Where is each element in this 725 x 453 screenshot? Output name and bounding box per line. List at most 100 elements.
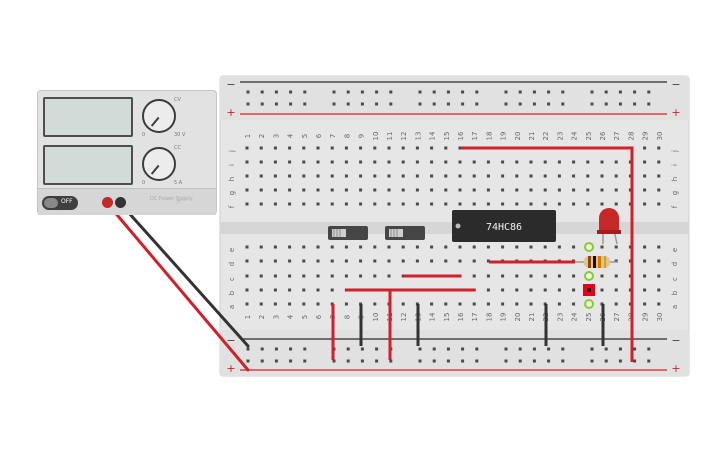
breadboard-hole[interactable] <box>472 245 476 249</box>
breadboard-hole[interactable] <box>628 160 632 164</box>
breadboard-hole[interactable] <box>657 174 661 178</box>
rail-hole[interactable] <box>633 90 637 94</box>
breadboard-hole[interactable] <box>501 302 505 306</box>
breadboard-hole[interactable] <box>259 274 263 278</box>
breadboard-hole[interactable] <box>330 288 334 292</box>
rail-hole[interactable] <box>518 90 522 94</box>
breadboard-hole[interactable] <box>643 302 647 306</box>
breadboard-hole[interactable] <box>529 302 533 306</box>
breadboard-hole[interactable] <box>628 174 632 178</box>
rail-hole[interactable] <box>260 359 264 363</box>
breadboard-hole[interactable] <box>302 188 306 192</box>
breadboard-hole[interactable] <box>515 202 519 206</box>
breadboard-hole[interactable] <box>444 302 448 306</box>
breadboard-hole[interactable] <box>586 174 590 178</box>
rail-hole[interactable] <box>260 90 264 94</box>
breadboard-hole[interactable] <box>458 174 462 178</box>
breadboard-hole[interactable] <box>486 274 490 278</box>
breadboard-hole[interactable] <box>529 245 533 249</box>
breadboard-hole[interactable] <box>543 188 547 192</box>
breadboard-hole[interactable] <box>643 174 647 178</box>
breadboard-hole[interactable] <box>557 274 561 278</box>
breadboard-hole[interactable] <box>543 245 547 249</box>
rail-hole[interactable] <box>561 347 565 351</box>
breadboard-hole[interactable] <box>344 302 348 306</box>
rail-hole[interactable] <box>561 90 565 94</box>
breadboard-hole[interactable] <box>657 259 661 263</box>
negative-terminal[interactable] <box>115 197 126 208</box>
breadboard-hole[interactable] <box>330 202 334 206</box>
resistor[interactable] <box>575 256 618 268</box>
rail-hole[interactable] <box>604 102 608 106</box>
rail-hole[interactable] <box>389 359 393 363</box>
rail-hole[interactable] <box>475 102 479 106</box>
breadboard-hole[interactable] <box>600 274 604 278</box>
breadboard-hole[interactable] <box>444 245 448 249</box>
breadboard-hole[interactable] <box>572 302 576 306</box>
rail-hole[interactable] <box>289 347 293 351</box>
breadboard-hole[interactable] <box>373 188 377 192</box>
breadboard-hole[interactable] <box>486 302 490 306</box>
rail-hole[interactable] <box>432 90 436 94</box>
breadboard-hole[interactable] <box>486 259 490 263</box>
breadboard-hole[interactable] <box>316 288 320 292</box>
breadboard-hole[interactable] <box>401 188 405 192</box>
breadboard-hole[interactable] <box>316 274 320 278</box>
breadboard-hole[interactable] <box>515 274 519 278</box>
rail-hole[interactable] <box>461 90 465 94</box>
rail-hole[interactable] <box>647 102 651 106</box>
breadboard-hole[interactable] <box>600 202 604 206</box>
rail-hole[interactable] <box>446 347 450 351</box>
power-supply[interactable]: CV CC 0 30 V 0 5 A OFF DC Power Supply ⚡ <box>37 90 217 215</box>
rail-hole[interactable] <box>604 90 608 94</box>
rail-hole[interactable] <box>504 347 508 351</box>
breadboard-hole[interactable] <box>628 202 632 206</box>
breadboard-hole[interactable] <box>245 259 249 263</box>
rail-hole[interactable] <box>360 359 364 363</box>
breadboard-hole[interactable] <box>657 274 661 278</box>
breadboard-hole[interactable] <box>288 188 292 192</box>
rail-hole[interactable] <box>432 347 436 351</box>
breadboard-hole[interactable] <box>302 146 306 150</box>
rail-hole[interactable] <box>590 347 594 351</box>
breadboard-hole[interactable] <box>415 245 419 249</box>
breadboard-hole[interactable] <box>344 274 348 278</box>
breadboard-hole[interactable] <box>387 160 391 164</box>
breadboard-hole[interactable] <box>557 302 561 306</box>
breadboard-hole[interactable] <box>387 274 391 278</box>
breadboard-hole[interactable] <box>344 259 348 263</box>
breadboard-hole[interactable] <box>657 160 661 164</box>
rail-hole[interactable] <box>418 359 422 363</box>
rail-hole[interactable] <box>346 90 350 94</box>
breadboard-hole[interactable] <box>444 160 448 164</box>
breadboard-hole[interactable] <box>515 174 519 178</box>
breadboard-hole[interactable] <box>557 202 561 206</box>
rail-hole[interactable] <box>590 90 594 94</box>
rail-hole[interactable] <box>260 102 264 106</box>
breadboard-hole[interactable] <box>657 288 661 292</box>
breadboard-hole[interactable] <box>600 245 604 249</box>
rail-hole[interactable] <box>332 359 336 363</box>
rail-hole[interactable] <box>274 90 278 94</box>
rail-hole[interactable] <box>618 359 622 363</box>
breadboard-hole[interactable] <box>316 188 320 192</box>
breadboard-hole[interactable] <box>643 274 647 278</box>
breadboard-hole[interactable] <box>302 202 306 206</box>
breadboard-hole[interactable] <box>401 259 405 263</box>
rail-hole[interactable] <box>360 90 364 94</box>
breadboard-hole[interactable] <box>458 259 462 263</box>
breadboard-hole[interactable] <box>430 146 434 150</box>
breadboard-hole[interactable] <box>572 160 576 164</box>
breadboard-hole[interactable] <box>245 146 249 150</box>
breadboard-hole[interactable] <box>302 288 306 292</box>
breadboard-hole[interactable] <box>614 288 618 292</box>
breadboard-hole[interactable] <box>572 202 576 206</box>
breadboard-hole[interactable] <box>501 202 505 206</box>
rail-hole[interactable] <box>389 90 393 94</box>
breadboard-hole[interactable] <box>529 288 533 292</box>
breadboard-hole[interactable] <box>486 174 490 178</box>
breadboard-hole[interactable] <box>586 160 590 164</box>
breadboard-hole[interactable] <box>501 188 505 192</box>
breadboard-hole[interactable] <box>344 245 348 249</box>
